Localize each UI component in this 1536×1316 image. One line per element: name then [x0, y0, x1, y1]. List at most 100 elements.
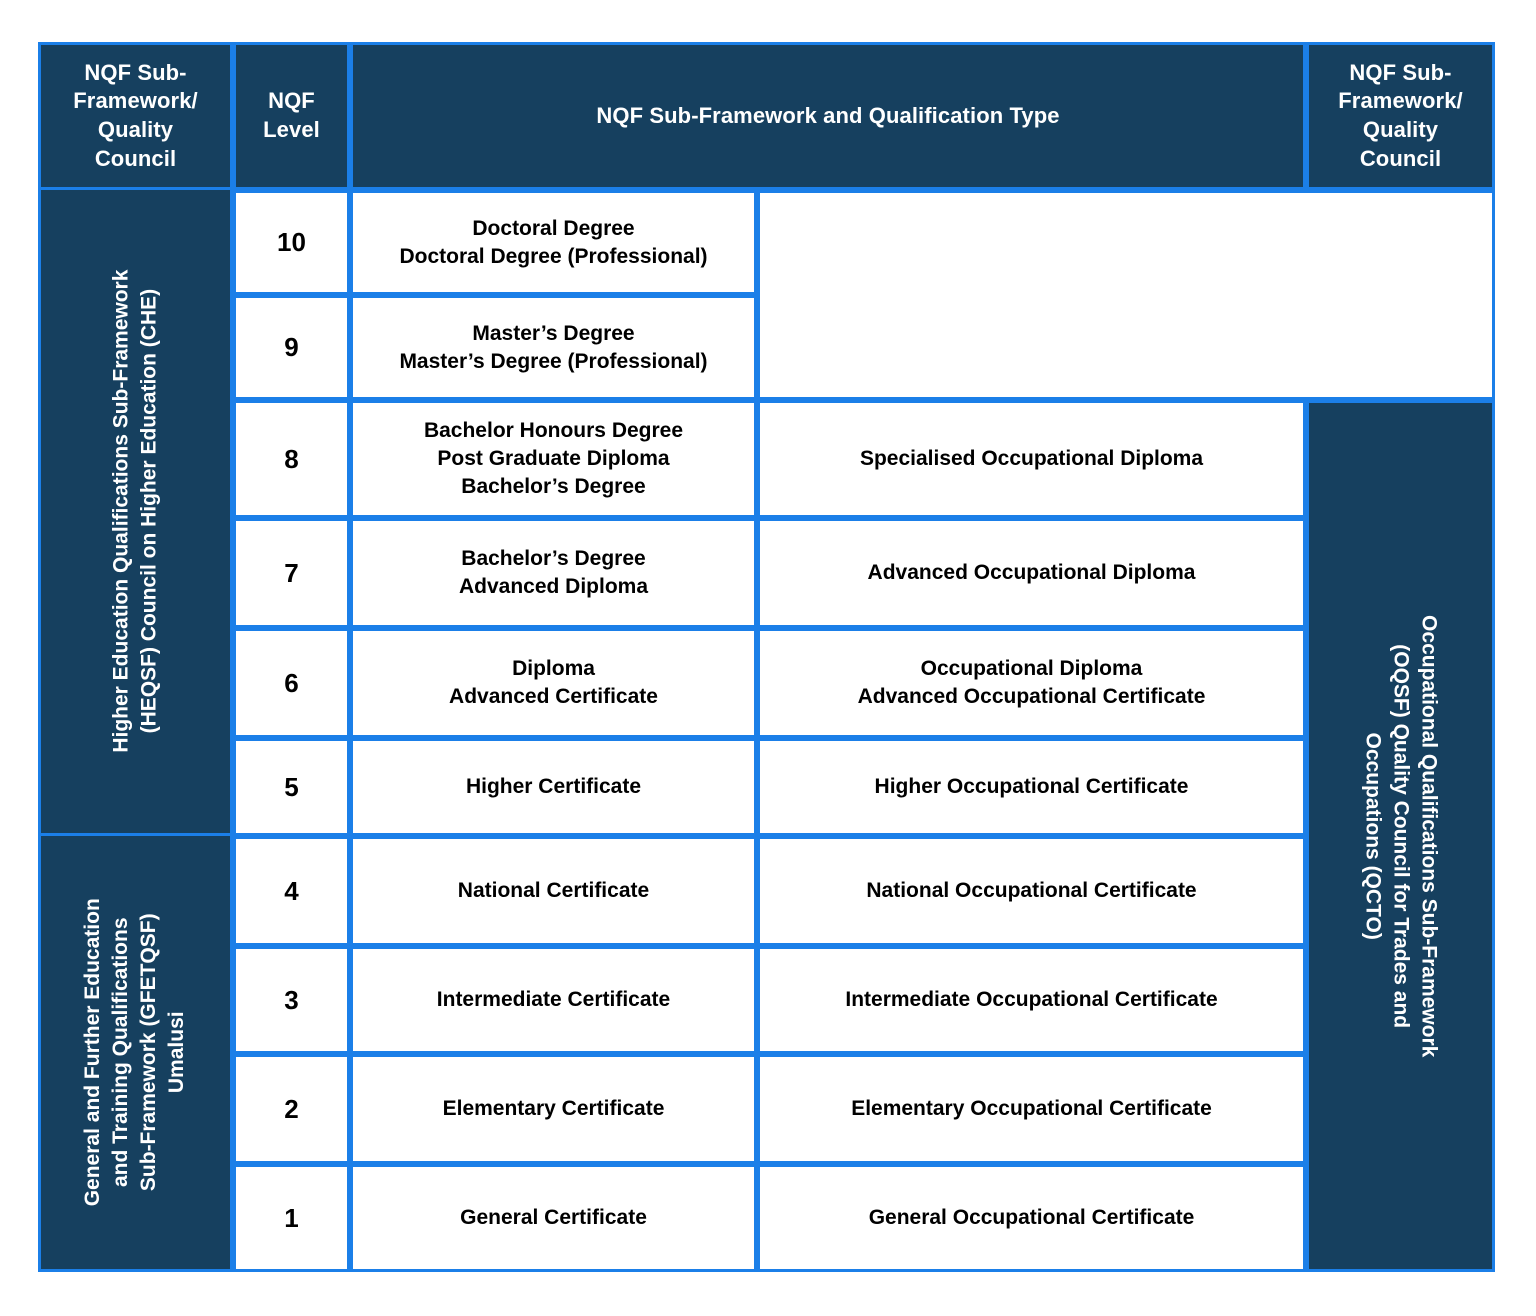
level-number: 9: [284, 332, 299, 362]
qualification-occupational-6: Occupational Diploma Advanced Occupation…: [757, 628, 1306, 738]
header-qualification-type-label: NQF Sub-Framework and Qualification Type: [596, 102, 1060, 128]
qualification-list: Occupational Diploma Advanced Occupation…: [850, 651, 1214, 714]
qualification-list: Elementary Occupational Certificate: [843, 1091, 1220, 1127]
level-cell-2: 2: [233, 1054, 350, 1164]
council-band-che-label: Higher Education Qualifications Sub-Fram…: [107, 270, 163, 753]
qualification-academic-1: General Certificate: [350, 1164, 757, 1272]
level-number: 5: [284, 771, 299, 802]
qualification-occupational-3: Intermediate Occupational Certificate: [757, 946, 1306, 1054]
qualification-item: Bachelor Honours Degree: [423, 419, 684, 443]
level-number: 2: [284, 1093, 299, 1124]
council-band-che: Higher Education Qualifications Sub-Fram…: [38, 190, 233, 836]
qualification-item: Advanced Diploma: [458, 575, 649, 598]
council-gfetqsf-line-2: and Training Qualifications: [109, 917, 133, 1188]
level-number: 7: [284, 557, 299, 588]
qualification-occupational-4: National Occupational Certificate: [757, 836, 1306, 946]
qualification-item: Elementary Certificate: [442, 1097, 665, 1121]
header-right-line-1: NQF Sub-: [1349, 59, 1452, 85]
level-cell-5: 5: [233, 738, 350, 836]
nqf-framework-table: NQF Sub- Framework/ Quality Council NQF …: [38, 42, 1495, 1272]
level-cell-3: 3: [233, 946, 350, 1054]
qualification-item: Bachelor’s Degree: [461, 547, 646, 571]
council-band-gfetqsf-label: General and Further Education and Traini…: [79, 898, 192, 1206]
level-cell-9: 9: [233, 295, 350, 400]
council-che-line-2: (HEQSF) Council on Higher Education (CHE…: [137, 289, 161, 734]
level-number: 10: [277, 227, 306, 257]
council-qcto-line-2: (OQSF) Quality Council for Trades and: [1389, 644, 1413, 1028]
council-qcto-line-1: Occupational Qualifications Sub-Framewor…: [1417, 614, 1441, 1058]
qualification-occupational-5: Higher Occupational Certificate: [757, 738, 1306, 836]
qualification-item: Intermediate Occupational Certificate: [845, 988, 1218, 1012]
qualification-item: Master’s Degree (Professional): [399, 349, 708, 373]
header-left-council: NQF Sub- Framework/ Quality Council: [38, 42, 233, 190]
qualification-list: Diploma Advanced Certificate: [441, 651, 666, 714]
council-band-gfetqsf: General and Further Education and Traini…: [38, 836, 233, 1272]
level-number: 4: [284, 875, 299, 906]
council-band-qcto: Occupational Qualifications Sub-Framewor…: [1306, 400, 1495, 1272]
level-number: 3: [284, 984, 299, 1015]
level-cell-7: 7: [233, 518, 350, 628]
qualification-item: General Certificate: [460, 1206, 647, 1230]
qualification-academic-7: Bachelor’s Degree Advanced Diploma: [350, 518, 757, 628]
qualification-item: Advanced Occupational Certificate: [857, 685, 1206, 708]
qualification-academic-10: Doctoral Degree Doctoral Degree (Profess…: [350, 190, 757, 295]
header-level-line-1: NQF: [268, 88, 315, 114]
qualification-occupational-8: Specialised Occupational Diploma: [757, 400, 1306, 518]
qualification-item: National Certificate: [457, 879, 650, 903]
header-nqf-level: NQF Level: [233, 42, 350, 190]
qualification-item: National Occupational Certificate: [866, 879, 1197, 903]
header-left-line-1: NQF Sub-: [84, 59, 187, 85]
level-cell-4: 4: [233, 836, 350, 946]
level-cell-6: 6: [233, 628, 350, 738]
qualification-list: Intermediate Occupational Certificate: [837, 982, 1225, 1018]
header-left-council-lines: NQF Sub- Framework/ Quality Council: [73, 59, 198, 173]
header-right-council-lines: NQF Sub- Framework/ Quality Council: [1338, 59, 1463, 173]
header-right-line-3: Quality: [1362, 117, 1439, 142]
council-band-qcto-label: Occupational Qualifications Sub-Framewor…: [1358, 615, 1442, 1057]
qualification-item: Diploma: [512, 657, 595, 681]
qualification-list: Advanced Occupational Diploma: [860, 555, 1204, 591]
header-left-line-4: Council: [94, 145, 177, 171]
header-nqf-level-lines: NQF Level: [263, 87, 320, 144]
council-qcto-line-3: Occupations (QCTO): [1361, 732, 1385, 940]
level-cell-1: 1: [233, 1164, 350, 1272]
qualification-academic-3: Intermediate Certificate: [350, 946, 757, 1054]
qualification-item: Doctoral Degree (Professional): [399, 244, 708, 268]
level-number: 8: [284, 443, 299, 474]
qualification-list: Bachelor Honours Degree Post Graduate Di…: [416, 413, 691, 504]
qualification-list: General Certificate: [452, 1200, 655, 1236]
qualification-academic-6: Diploma Advanced Certificate: [350, 628, 757, 738]
qualification-item: Higher Occupational Certificate: [874, 775, 1189, 799]
council-gfetqsf-line-1: General and Further Education: [81, 898, 105, 1207]
council-gfetqsf-line-4: Umalusi: [165, 1011, 189, 1094]
qualification-academic-5: Higher Certificate: [350, 738, 757, 836]
qualification-list: Specialised Occupational Diploma: [852, 441, 1211, 477]
qualification-academic-8: Bachelor Honours Degree Post Graduate Di…: [350, 400, 757, 518]
council-che-line-1: Higher Education Qualifications Sub-Fram…: [109, 269, 133, 754]
qualification-item: Occupational Diploma: [920, 657, 1143, 681]
header-left-line-2: Framework/: [73, 88, 198, 114]
qualification-list: Elementary Certificate: [435, 1091, 673, 1127]
header-left-line-3: Quality: [97, 117, 174, 142]
qualification-list: Intermediate Certificate: [429, 982, 678, 1018]
header-right-line-2: Framework/: [1338, 88, 1463, 114]
header-qualification-type: NQF Sub-Framework and Qualification Type: [350, 42, 1306, 190]
level-number: 6: [284, 667, 299, 698]
qualification-occupational-2: Elementary Occupational Certificate: [757, 1054, 1306, 1164]
qualification-list: Doctoral Degree Doctoral Degree (Profess…: [391, 211, 715, 274]
qualification-list: Higher Occupational Certificate: [867, 769, 1197, 805]
qualification-item: Advanced Occupational Diploma: [867, 561, 1196, 585]
qualification-item: Elementary Occupational Certificate: [851, 1097, 1212, 1121]
level-number: 1: [284, 1202, 299, 1233]
qualification-list: Master’s Degree Master’s Degree (Profess…: [391, 316, 715, 379]
header-right-line-4: Council: [1359, 145, 1442, 171]
qualification-occupational-7: Advanced Occupational Diploma: [757, 518, 1306, 628]
qualification-list: Higher Certificate: [458, 769, 649, 805]
qualification-academic-2: Elementary Certificate: [350, 1054, 757, 1164]
qualification-occupational-empty-10-9: [757, 190, 1495, 400]
level-cell-8: 8: [233, 400, 350, 518]
qualification-list: Bachelor’s Degree Advanced Diploma: [451, 541, 656, 604]
header-right-council: NQF Sub- Framework/ Quality Council: [1306, 42, 1495, 190]
qualification-occupational-1: General Occupational Certificate: [757, 1164, 1306, 1272]
